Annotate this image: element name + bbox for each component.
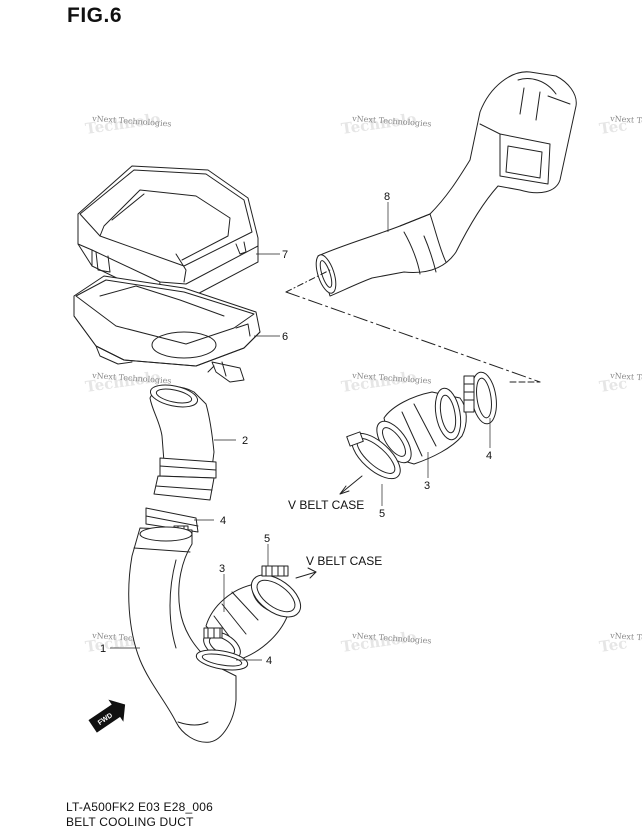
reference-lines [285, 269, 541, 383]
fwd-arrow-icon: FWD [88, 699, 126, 733]
svg-text:Tec: Tec [598, 116, 628, 138]
part-5-clamp-lower [250, 565, 302, 618]
callout-5-lower: 5 [264, 533, 270, 545]
callout-4-upper-right: 4 [486, 450, 492, 462]
callout-6: 6 [282, 331, 288, 343]
callout-4-upper-left: 4 [220, 515, 226, 527]
callout-2: 2 [242, 435, 248, 447]
part-4-clamp-upper-right [463, 371, 497, 425]
v-belt-case-label-lower: V BELT CASE [306, 554, 382, 568]
callout-8: 8 [384, 191, 390, 203]
figure-title: FIG.6 [67, 4, 123, 27]
callout-7: 7 [282, 249, 288, 261]
svg-text:Tec: Tec [598, 634, 628, 656]
part-4-clamp-lower [195, 627, 249, 671]
drawing-code: LT-A500FK2 E03 E28_006 [66, 800, 213, 814]
callout-3-upper: 3 [424, 480, 430, 492]
part-8-duct [315, 71, 577, 297]
callout-4-lower: 4 [266, 655, 272, 667]
part-4-clamp-upper-left [145, 507, 199, 537]
callout-3-lower: 3 [219, 563, 225, 575]
v-belt-case-label-upper: V BELT CASE [288, 498, 364, 512]
drawing-name: BELT COOLING DUCT [66, 815, 194, 829]
callout-1: 1 [100, 643, 106, 655]
part-5-clamp-upper [346, 431, 401, 480]
svg-text:Tec: Tec [598, 374, 628, 396]
part-2-elbow [149, 384, 217, 501]
callout-5-upper: 5 [379, 508, 385, 520]
part-1-duct [128, 526, 237, 743]
leader-lines [110, 202, 491, 661]
part-6-case [73, 275, 261, 383]
